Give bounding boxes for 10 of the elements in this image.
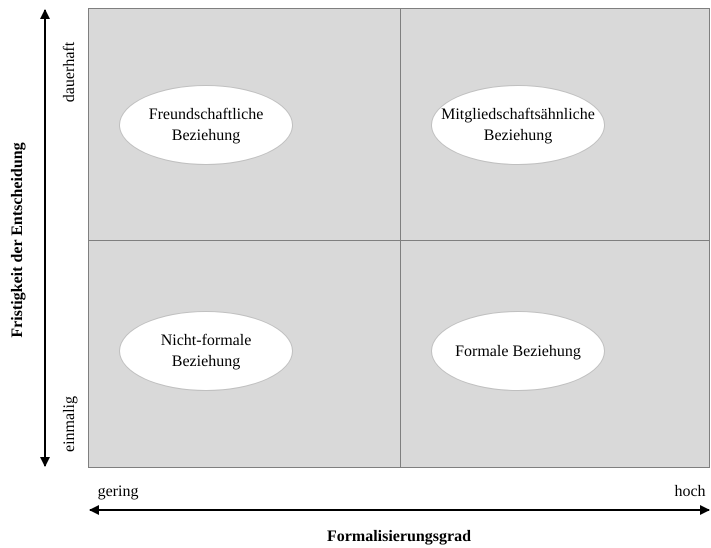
node-label: Freundschaftliche Beziehung	[148, 105, 264, 146]
node-label: Nicht-formale Beziehung	[160, 331, 252, 372]
axis-label: einmalig	[61, 396, 79, 452]
axis-label: gering	[98, 483, 138, 501]
node-label: Formale Beziehung	[455, 342, 581, 362]
axis-label: dauerhaft	[61, 42, 79, 102]
axis-title: Fristigkeit der Entscheidung	[9, 142, 27, 338]
axis-label: hoch	[674, 483, 706, 501]
axis-title: Formalisierungsgrad	[327, 528, 471, 546]
node-label: Mitgliedschaftsähnliche Beziehung	[440, 105, 596, 146]
